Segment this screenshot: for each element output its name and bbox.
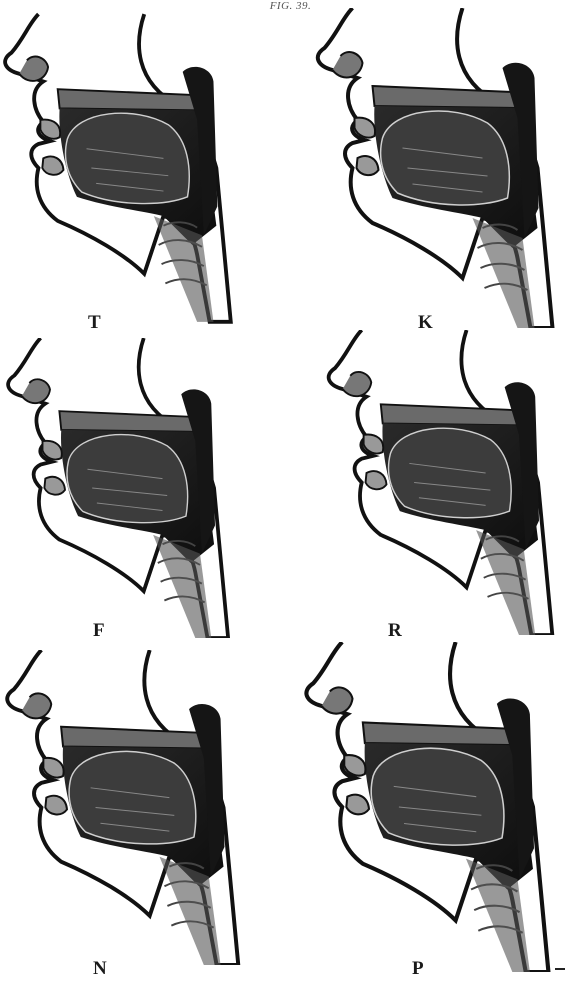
panel-p [300,642,570,972]
panel-label-t: T [88,312,101,334]
vocal-tract-illustration-f [0,338,250,638]
vocal-tract-illustration-p [300,642,570,972]
panel-label-r: R [388,620,402,642]
stray-mark [555,968,565,970]
panel-label-n: N [93,958,107,980]
panel-label-f: F [93,620,105,642]
panel-n [0,650,260,965]
panel-k [310,8,575,328]
vocal-tract-illustration-n [0,650,260,965]
panel-f [0,338,250,638]
panel-label-p: P [412,958,424,980]
vocal-tract-illustration-k [310,8,575,328]
panel-r [320,330,575,635]
panel-t [0,8,250,328]
vocal-tract-illustration-r [320,330,575,635]
vocal-tract-illustration-t [0,8,250,328]
